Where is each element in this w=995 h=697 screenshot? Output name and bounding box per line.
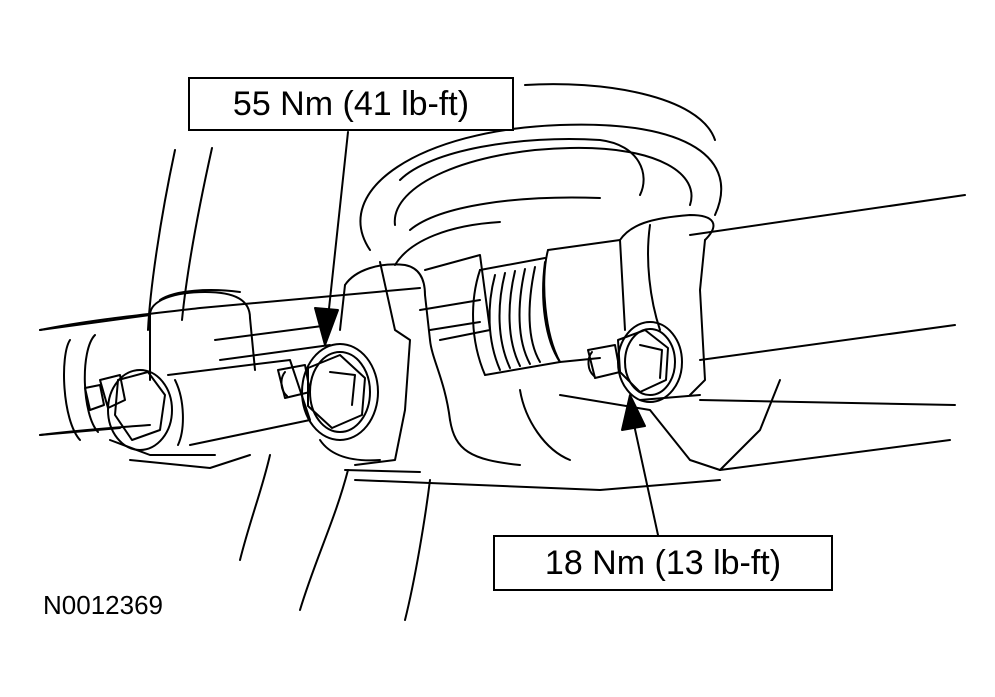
leader-lower: [621, 394, 659, 536]
upper-torque-callout: 55 Nm (41 lb-ft): [188, 77, 514, 131]
threaded-adjuster: [424, 254, 561, 376]
right-bracket: [449, 214, 781, 471]
center-bracket: [319, 261, 721, 491]
axle-housing: [39, 194, 966, 471]
right-bolt-assembly: [587, 321, 683, 403]
tie-tube: [39, 287, 481, 436]
leader-upper: [314, 131, 349, 346]
figure-id-label: N0012369: [43, 590, 163, 620]
right-sleeve: [543, 239, 621, 363]
coil-spring: [359, 83, 723, 266]
center-bolt-assembly: [277, 343, 379, 441]
left-bolt-assembly: [84, 359, 311, 451]
left-bracket: [63, 289, 256, 469]
lower-torque-callout: 18 Nm (13 lb-ft): [493, 535, 833, 591]
left-frame-rails: [147, 147, 431, 621]
